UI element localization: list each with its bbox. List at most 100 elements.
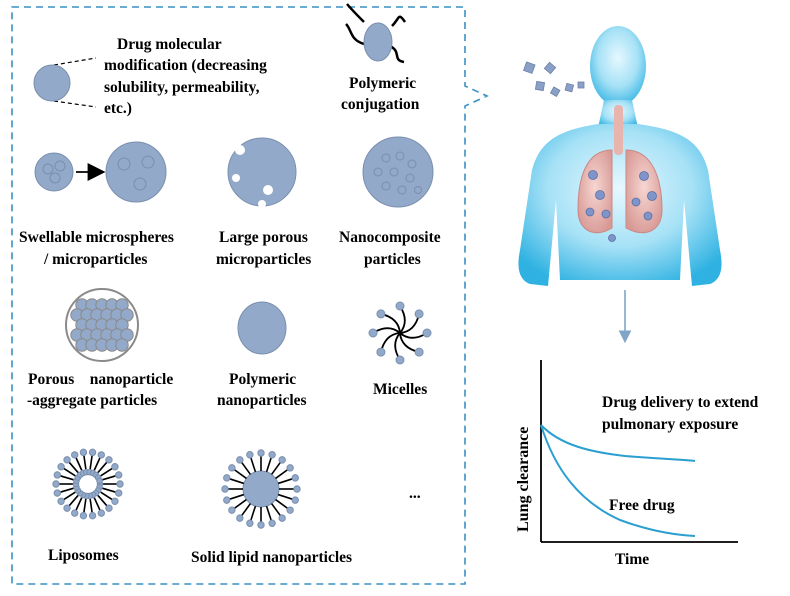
sln-head <box>286 506 294 514</box>
label-extended-1: Drug delivery to extend <box>602 394 759 411</box>
lipid-tail <box>99 467 113 478</box>
label-extended-2: pulmonary exposure <box>602 416 739 433</box>
lipid-head-inner <box>96 477 103 484</box>
label-nanocomposite-1: Nanocomposite <box>339 229 441 246</box>
label-poly-conj-1: Polymeric <box>349 75 417 92</box>
sln-tail <box>270 503 282 517</box>
label-micelles: Micelles <box>373 381 428 398</box>
inhaled-particles <box>523 61 585 98</box>
lipid-tail <box>99 490 113 501</box>
sln-head <box>278 514 286 522</box>
micelle-head <box>422 328 432 338</box>
lipid-tail <box>96 461 108 474</box>
sln-head <box>221 485 229 493</box>
micelle-head <box>376 347 386 357</box>
lipid-head-outer <box>57 462 65 471</box>
label-ellipsis: ... <box>409 485 421 502</box>
sln-tail <box>265 457 272 473</box>
lipid-head-outer <box>111 462 119 471</box>
lipid-tail <box>93 496 101 511</box>
sln-head <box>246 519 254 527</box>
lipid-tail <box>68 461 80 474</box>
micelle-head <box>395 355 405 365</box>
lipid-head-outer <box>71 451 79 459</box>
lipid-tail <box>75 496 83 511</box>
aggregate-subparticle <box>115 338 129 352</box>
label-drug-mod-2: modification (decreasing <box>104 57 267 74</box>
label-aggregate-2: -aggregate particles <box>27 392 158 409</box>
sln-head <box>268 451 276 459</box>
lipid-tail <box>75 457 83 472</box>
sln-head <box>286 464 294 472</box>
lipid-head-outer <box>97 451 105 459</box>
sln-tail <box>270 461 282 475</box>
lipid-head-outer <box>53 489 61 497</box>
label-free-drug: Free drug <box>609 497 675 514</box>
lung-particles <box>585 170 657 242</box>
sln-head <box>236 514 244 522</box>
graph-xlabel: Time <box>615 551 650 568</box>
porous-nanoparticle-aggregate-icon <box>65 288 139 362</box>
lipid-head-outer <box>79 511 88 520</box>
sln-tail <box>229 493 245 500</box>
lipid-tail <box>89 455 93 471</box>
sln-tail <box>277 478 293 485</box>
lipid-tail <box>101 475 117 481</box>
label-polymeric-nano-2: nanoparticles <box>217 392 307 409</box>
lipid-tail <box>83 497 87 513</box>
lipid-head-outer <box>105 456 113 464</box>
label-drug-mod-3: solubility, permeability, <box>104 79 260 96</box>
sln-tail <box>229 478 245 485</box>
sln-head <box>291 474 299 482</box>
label-liposomes: Liposomes <box>48 547 119 564</box>
sln-head <box>236 456 244 464</box>
lipid-tail <box>101 487 117 493</box>
lipid-head-outer <box>97 509 105 517</box>
lipid-tail <box>96 494 108 507</box>
sln-tail <box>233 498 247 510</box>
lipid-head-outer <box>63 456 71 464</box>
sln-tail <box>233 468 247 480</box>
lipid-tail <box>93 457 101 472</box>
lipid-head-outer <box>53 471 61 479</box>
label-aggregate-1: Porous nanoparticle <box>28 371 174 388</box>
sln-tail <box>250 457 257 473</box>
label-drug-mod-1: Drug molecular <box>117 36 222 53</box>
sln-head <box>228 464 236 472</box>
sln-head <box>268 519 276 527</box>
lipid-head-outer <box>111 497 119 506</box>
micelles-icon <box>368 301 432 365</box>
micelle-head <box>414 309 424 319</box>
polymeric-conjugation-icon <box>345 3 407 64</box>
lipid-head-outer <box>79 448 88 457</box>
lipid-tail <box>68 494 80 507</box>
drug-modification-icon <box>33 57 97 108</box>
lipid-head-outer <box>115 471 123 479</box>
lipid-tail <box>63 490 77 501</box>
label-poly-conj-2: conjugation <box>341 96 420 113</box>
lipid-tail <box>89 497 93 513</box>
label-drug-mod-4: etc.) <box>104 100 132 117</box>
sln-head <box>257 521 265 529</box>
sln-tail <box>240 461 252 475</box>
lipid-head-outer <box>52 480 60 488</box>
label-porous-1: Large porous <box>219 229 308 246</box>
sln-tail <box>277 493 293 500</box>
lipid-tail <box>63 467 77 478</box>
micelle-head <box>376 309 386 319</box>
sln-head <box>223 496 231 504</box>
sln-tail <box>265 505 272 521</box>
sln-head <box>291 496 299 504</box>
micelle-head <box>368 328 378 338</box>
sln-tail <box>275 468 289 480</box>
label-swellable-1: Swellable microspheres <box>19 229 174 246</box>
label-polymeric-nano-1: Polymeric <box>229 371 297 388</box>
lipid-head-outer <box>88 511 97 520</box>
lipid-head-outer <box>88 448 97 457</box>
nanocomposite-particles-icon <box>362 136 434 208</box>
lipid-head-outer <box>105 504 113 512</box>
free-drug-curve <box>540 424 696 537</box>
solid-lipid-nanoparticles-icon <box>221 449 301 529</box>
